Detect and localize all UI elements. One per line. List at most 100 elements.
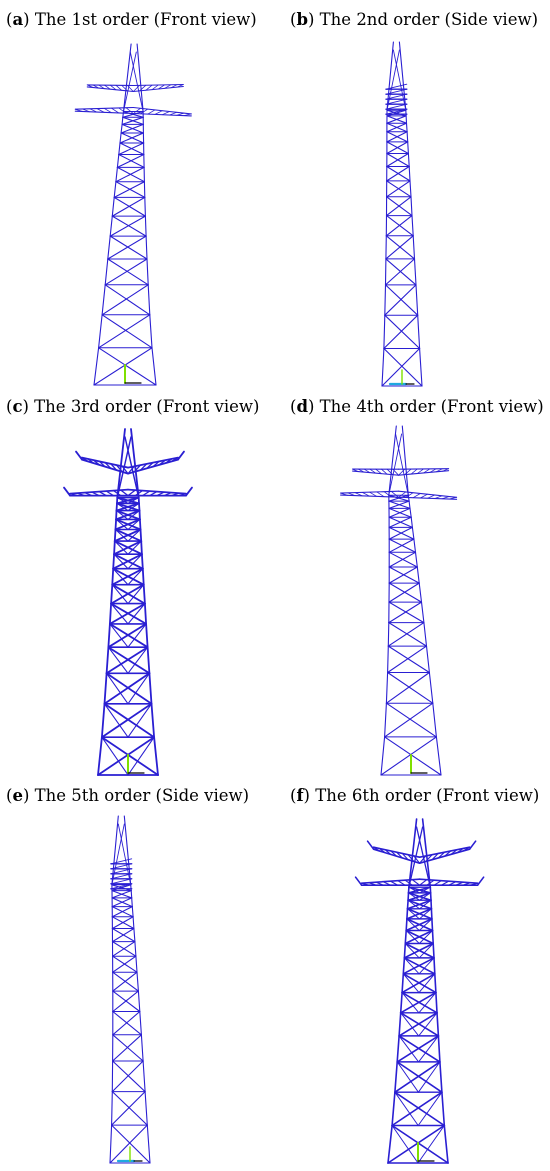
tower-arm-lacing bbox=[456, 847, 464, 854]
tower-arm-lacing bbox=[419, 493, 428, 499]
tower-brace bbox=[388, 601, 423, 624]
tower-brace bbox=[385, 258, 417, 286]
tower-brace bbox=[396, 1035, 440, 1063]
tower-leg bbox=[144, 215, 147, 237]
tower-arm-lacing bbox=[115, 84, 123, 91]
tower-brace bbox=[127, 502, 140, 512]
tower-arm-tip bbox=[177, 450, 185, 461]
tower-brace bbox=[127, 540, 142, 555]
tower-brace bbox=[388, 551, 418, 568]
tower-brace bbox=[112, 1034, 142, 1062]
tower-arm-side bbox=[385, 88, 408, 95]
tower-arm-side bbox=[110, 878, 133, 885]
tower-brace bbox=[386, 115, 408, 124]
tower-brace bbox=[388, 601, 425, 624]
tower-arm-lacing bbox=[369, 491, 378, 497]
tower-brace bbox=[114, 528, 129, 542]
tower-leg bbox=[406, 907, 409, 920]
tower-arm-lacing bbox=[416, 468, 424, 474]
tower-leg bbox=[433, 957, 436, 975]
tower-brace bbox=[388, 582, 420, 603]
tower-peak bbox=[386, 41, 394, 111]
tower-brace bbox=[111, 1091, 146, 1126]
tower-leg bbox=[387, 1124, 393, 1164]
tower-arm-lacing bbox=[375, 468, 382, 474]
tower-brace bbox=[122, 116, 144, 125]
tower-arm-lacing bbox=[450, 849, 458, 855]
tower-arm-lacing bbox=[373, 846, 380, 852]
tower-arm-lacing bbox=[83, 491, 93, 497]
tower-leg bbox=[148, 672, 153, 705]
tower-brace bbox=[398, 1035, 441, 1063]
tower-leg bbox=[437, 1035, 441, 1063]
tower-arm-lacing bbox=[178, 492, 187, 497]
tower-arm-lacing bbox=[76, 492, 86, 497]
tower-brace bbox=[127, 603, 146, 625]
tower-brace bbox=[383, 347, 423, 387]
tower-brace bbox=[113, 196, 146, 217]
tower-arm-lacing bbox=[419, 879, 428, 886]
tower-brace bbox=[386, 131, 409, 143]
tower-leg bbox=[380, 736, 386, 776]
tower-mode-2 bbox=[381, 41, 423, 387]
tower-brace bbox=[97, 736, 156, 776]
tower-brace bbox=[387, 622, 425, 647]
tower-arm-lacing bbox=[455, 881, 464, 886]
tower-brace bbox=[418, 943, 434, 959]
tower-arm-lacing bbox=[139, 84, 147, 92]
tower-leg bbox=[383, 314, 386, 350]
tower-brace bbox=[386, 196, 413, 217]
tower-brace bbox=[384, 314, 421, 350]
tower-arm-lacing bbox=[164, 84, 172, 89]
tower-brace bbox=[396, 1061, 443, 1093]
tower-arm-lacing bbox=[87, 458, 95, 464]
tower-arm-tip bbox=[63, 486, 71, 497]
tower-arm-lacing bbox=[98, 490, 107, 497]
tower-brace bbox=[386, 180, 412, 198]
tower-arm-lacing bbox=[158, 459, 167, 466]
tower-brace bbox=[402, 972, 437, 994]
tower-leg bbox=[147, 284, 151, 316]
tower-brace bbox=[404, 942, 435, 959]
tower-arm-side bbox=[110, 863, 133, 870]
tower-arm-lacing bbox=[347, 492, 356, 496]
caption-c: (c) The 3rd order (Front view) bbox=[6, 397, 259, 416]
tower-leg bbox=[135, 955, 138, 973]
tower-leg bbox=[111, 1091, 113, 1126]
tower-brace bbox=[407, 899, 433, 910]
tower-brace bbox=[418, 973, 436, 994]
tower-brace bbox=[406, 907, 433, 920]
tower-brace bbox=[403, 957, 420, 975]
tower-arm-lacing bbox=[146, 461, 154, 469]
tower-peak bbox=[136, 43, 144, 113]
tower-leg bbox=[120, 123, 123, 134]
tower-brace bbox=[406, 918, 420, 931]
tower-brace bbox=[407, 908, 420, 920]
tower-brace bbox=[388, 526, 415, 540]
tower-brace bbox=[110, 603, 129, 625]
tower-arm-lacing bbox=[171, 456, 179, 462]
tower-brace bbox=[110, 602, 148, 625]
tower-brace bbox=[127, 623, 147, 648]
tower-arm-lacing bbox=[127, 489, 136, 497]
tower-arm-lacing bbox=[363, 468, 371, 473]
caption-e: (e) The 5th order (Side view) bbox=[6, 786, 249, 805]
tower-arm-lacing bbox=[111, 107, 120, 114]
tower-arm-lacing bbox=[139, 463, 148, 471]
tower-leg bbox=[405, 122, 408, 133]
tower-brace bbox=[122, 110, 144, 118]
tower-brace bbox=[104, 258, 148, 286]
tower-brace bbox=[398, 1035, 420, 1063]
tower-leg bbox=[122, 110, 125, 118]
tower-arm-tip bbox=[366, 840, 375, 851]
tower-arm-side bbox=[110, 883, 133, 890]
tower-arm-lacing bbox=[121, 465, 129, 475]
tower-leg bbox=[431, 929, 435, 945]
tower-brace bbox=[394, 1091, 446, 1127]
tower-leg bbox=[412, 235, 416, 260]
tower-brace bbox=[111, 884, 132, 892]
tower-brace bbox=[405, 930, 420, 944]
tower-brace bbox=[111, 583, 146, 605]
tower-leg bbox=[146, 1124, 151, 1164]
tower-brace bbox=[388, 507, 412, 518]
